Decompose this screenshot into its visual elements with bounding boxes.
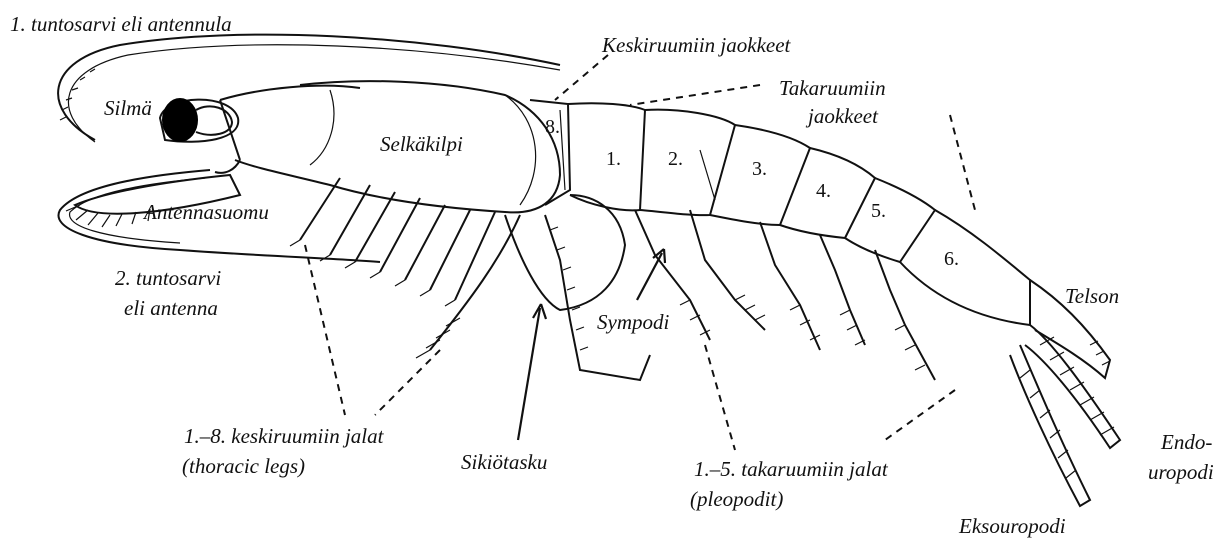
- pointer-arrows: [518, 249, 665, 440]
- segment-number-abdominal-1: 1.: [606, 148, 621, 171]
- label-thoracic-segments: Keskiruumiin jaokkeet: [602, 33, 790, 57]
- antennule-flagellum: [58, 35, 560, 142]
- segment-number-abdominal-2: 2.: [668, 148, 683, 171]
- label-endopod-2: uropodi: [1148, 460, 1214, 484]
- label-thoracic-legs-1: 1.–8. keskiruumiin jalat: [184, 424, 383, 448]
- segment-number-abdominal-6: 6.: [944, 248, 959, 271]
- label-antenna-2: eli antenna: [124, 296, 218, 320]
- abdominal-segments: [560, 103, 1030, 325]
- label-abdominal-segments-2: jaokkeet: [808, 104, 878, 128]
- label-telson: Telson: [1065, 284, 1119, 308]
- label-abdominal-segments-1: Takaruumiin: [779, 76, 886, 100]
- label-exopod: Eksouropodi: [959, 514, 1066, 538]
- label-pleopods-2: (pleopodit): [690, 487, 783, 511]
- segment-number-abdominal-3: 3.: [752, 158, 767, 181]
- label-antennal-scale: Antennasuomu: [144, 200, 269, 224]
- label-antenna-1: 2. tuntosarvi: [115, 266, 221, 290]
- label-pleopods-1: 1.–5. takaruumiin jalat: [694, 457, 888, 481]
- thoracic-legs: [290, 178, 650, 380]
- segment-number-thoracic-8: 8.: [545, 116, 560, 139]
- pleopods: [635, 210, 935, 380]
- segment-number-abdominal-4: 4.: [816, 180, 831, 203]
- label-eye: Silmä: [104, 96, 152, 120]
- label-endopod-1: Endo-: [1161, 430, 1212, 454]
- label-thoracic-legs-2: (thoracic legs): [182, 454, 305, 478]
- label-carapace: Selkäkilpi: [380, 132, 463, 156]
- label-brood-pouch: Sikiötasku: [461, 450, 547, 474]
- label-antennule: 1. tuntosarvi eli antennula: [10, 12, 232, 36]
- label-sympod: Sympodi: [597, 310, 669, 334]
- segment-number-abdominal-5: 5.: [871, 200, 886, 223]
